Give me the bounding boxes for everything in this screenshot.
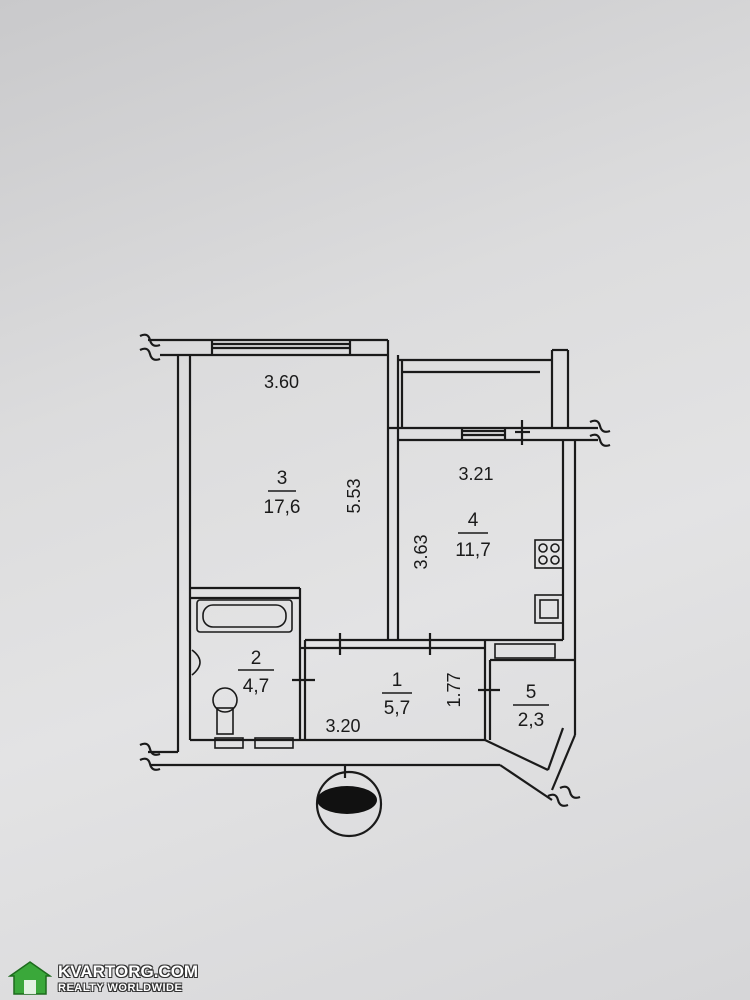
stove-icon	[534, 539, 564, 569]
dim-hall-depth: 1.77	[444, 672, 464, 707]
watermark: KVARTORG.COM REALTY WORLDWIDE	[8, 958, 198, 998]
dim-room4-width: 3.21	[458, 464, 493, 484]
room-labels: 3.60 3 17,6 5.53 3.21 4 11,7 3.63 2 4,7 …	[238, 372, 549, 736]
dim-room3-width: 3.60	[264, 372, 299, 392]
fixtures	[191, 539, 564, 749]
room-5-number: 5	[526, 682, 537, 703]
dim-hall-width: 3.20	[325, 716, 360, 736]
watermark-tagline: REALTY WORLDWIDE	[58, 981, 183, 994]
house-logo-icon	[8, 961, 52, 995]
dim-room4-depth: 3.63	[411, 534, 431, 569]
room-3-area: 17,6	[264, 497, 301, 518]
interior-walls	[190, 586, 575, 740]
outer-walls	[139, 333, 611, 807]
room-3-number: 3	[277, 468, 288, 489]
dim-room3-depth: 5.53	[344, 478, 364, 513]
room-1-number: 1	[392, 670, 403, 691]
room-4-number: 4	[468, 510, 479, 531]
room-4-area: 11,7	[455, 540, 491, 561]
room-2-area: 4,7	[243, 676, 269, 697]
bathtub-icon	[196, 599, 293, 633]
kitchen-sink-icon	[534, 594, 564, 624]
toilet-icon	[212, 687, 238, 735]
entrance-symbol	[315, 765, 383, 838]
watermark-site: KVARTORG.COM	[58, 961, 199, 981]
room-1-area: 5,7	[384, 698, 410, 719]
redaction-mark	[317, 786, 377, 814]
room-5-area: 2,3	[518, 710, 544, 731]
room-2-number: 2	[251, 648, 262, 669]
sink-icon	[191, 649, 201, 676]
